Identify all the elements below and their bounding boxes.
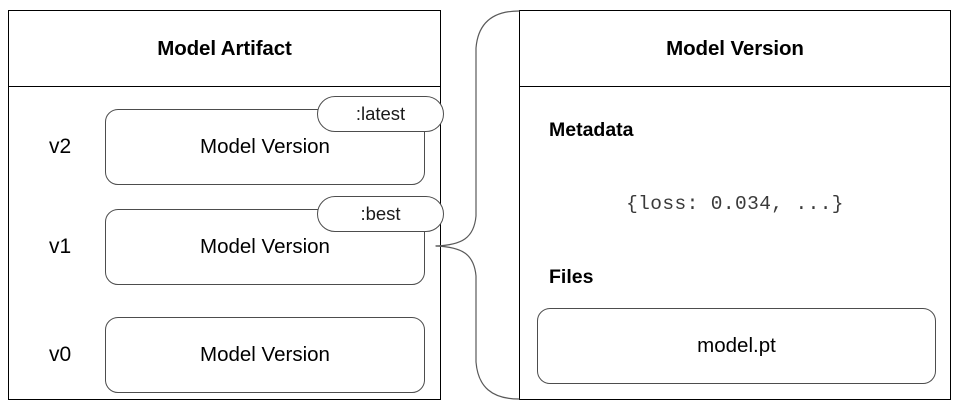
model-version-box-label-v2: Model Version xyxy=(200,135,330,158)
model-version-body: Metadata {loss: 0.034, ...} Files model.… xyxy=(520,87,950,399)
model-version-title: Model Version xyxy=(666,36,804,60)
version-row-v0: v0 Model Version xyxy=(9,317,440,393)
model-artifact-title: Model Artifact xyxy=(157,36,292,60)
file-box-model-pt[interactable]: model.pt xyxy=(537,308,936,384)
version-label-v1: v1 xyxy=(49,235,72,258)
version-label-v0: v0 xyxy=(49,343,72,366)
model-version-header: Model Version xyxy=(520,11,950,87)
version-row-v2: v2 Model Version :latest xyxy=(9,96,444,185)
model-artifact-header: Model Artifact xyxy=(9,11,440,87)
model-artifact-body: v2 Model Version :latest v1 Model Versio… xyxy=(9,87,444,399)
metadata-heading: Metadata xyxy=(549,119,634,141)
version-label-v2: v2 xyxy=(49,135,72,158)
file-name-label: model.pt xyxy=(697,334,776,357)
model-version-box-v0[interactable]: Model Version xyxy=(105,317,425,393)
alias-tag-best[interactable]: :best xyxy=(317,196,444,232)
alias-tag-best-label: :best xyxy=(360,203,401,224)
files-heading: Files xyxy=(549,266,594,288)
alias-tag-latest[interactable]: :latest xyxy=(317,96,444,132)
model-artifact-panel: Model Artifact v2 Model Version :latest … xyxy=(8,10,444,400)
metadata-value: {loss: 0.034, ...} xyxy=(626,193,844,215)
model-version-box-label-v0: Model Version xyxy=(200,343,330,366)
alias-tag-latest-label: :latest xyxy=(355,103,406,124)
version-row-v1: v1 Model Version :best xyxy=(9,196,444,285)
model-version-box-label-v1: Model Version xyxy=(200,235,330,258)
model-version-panel: Model Version Metadata {loss: 0.034, ...… xyxy=(519,10,951,400)
